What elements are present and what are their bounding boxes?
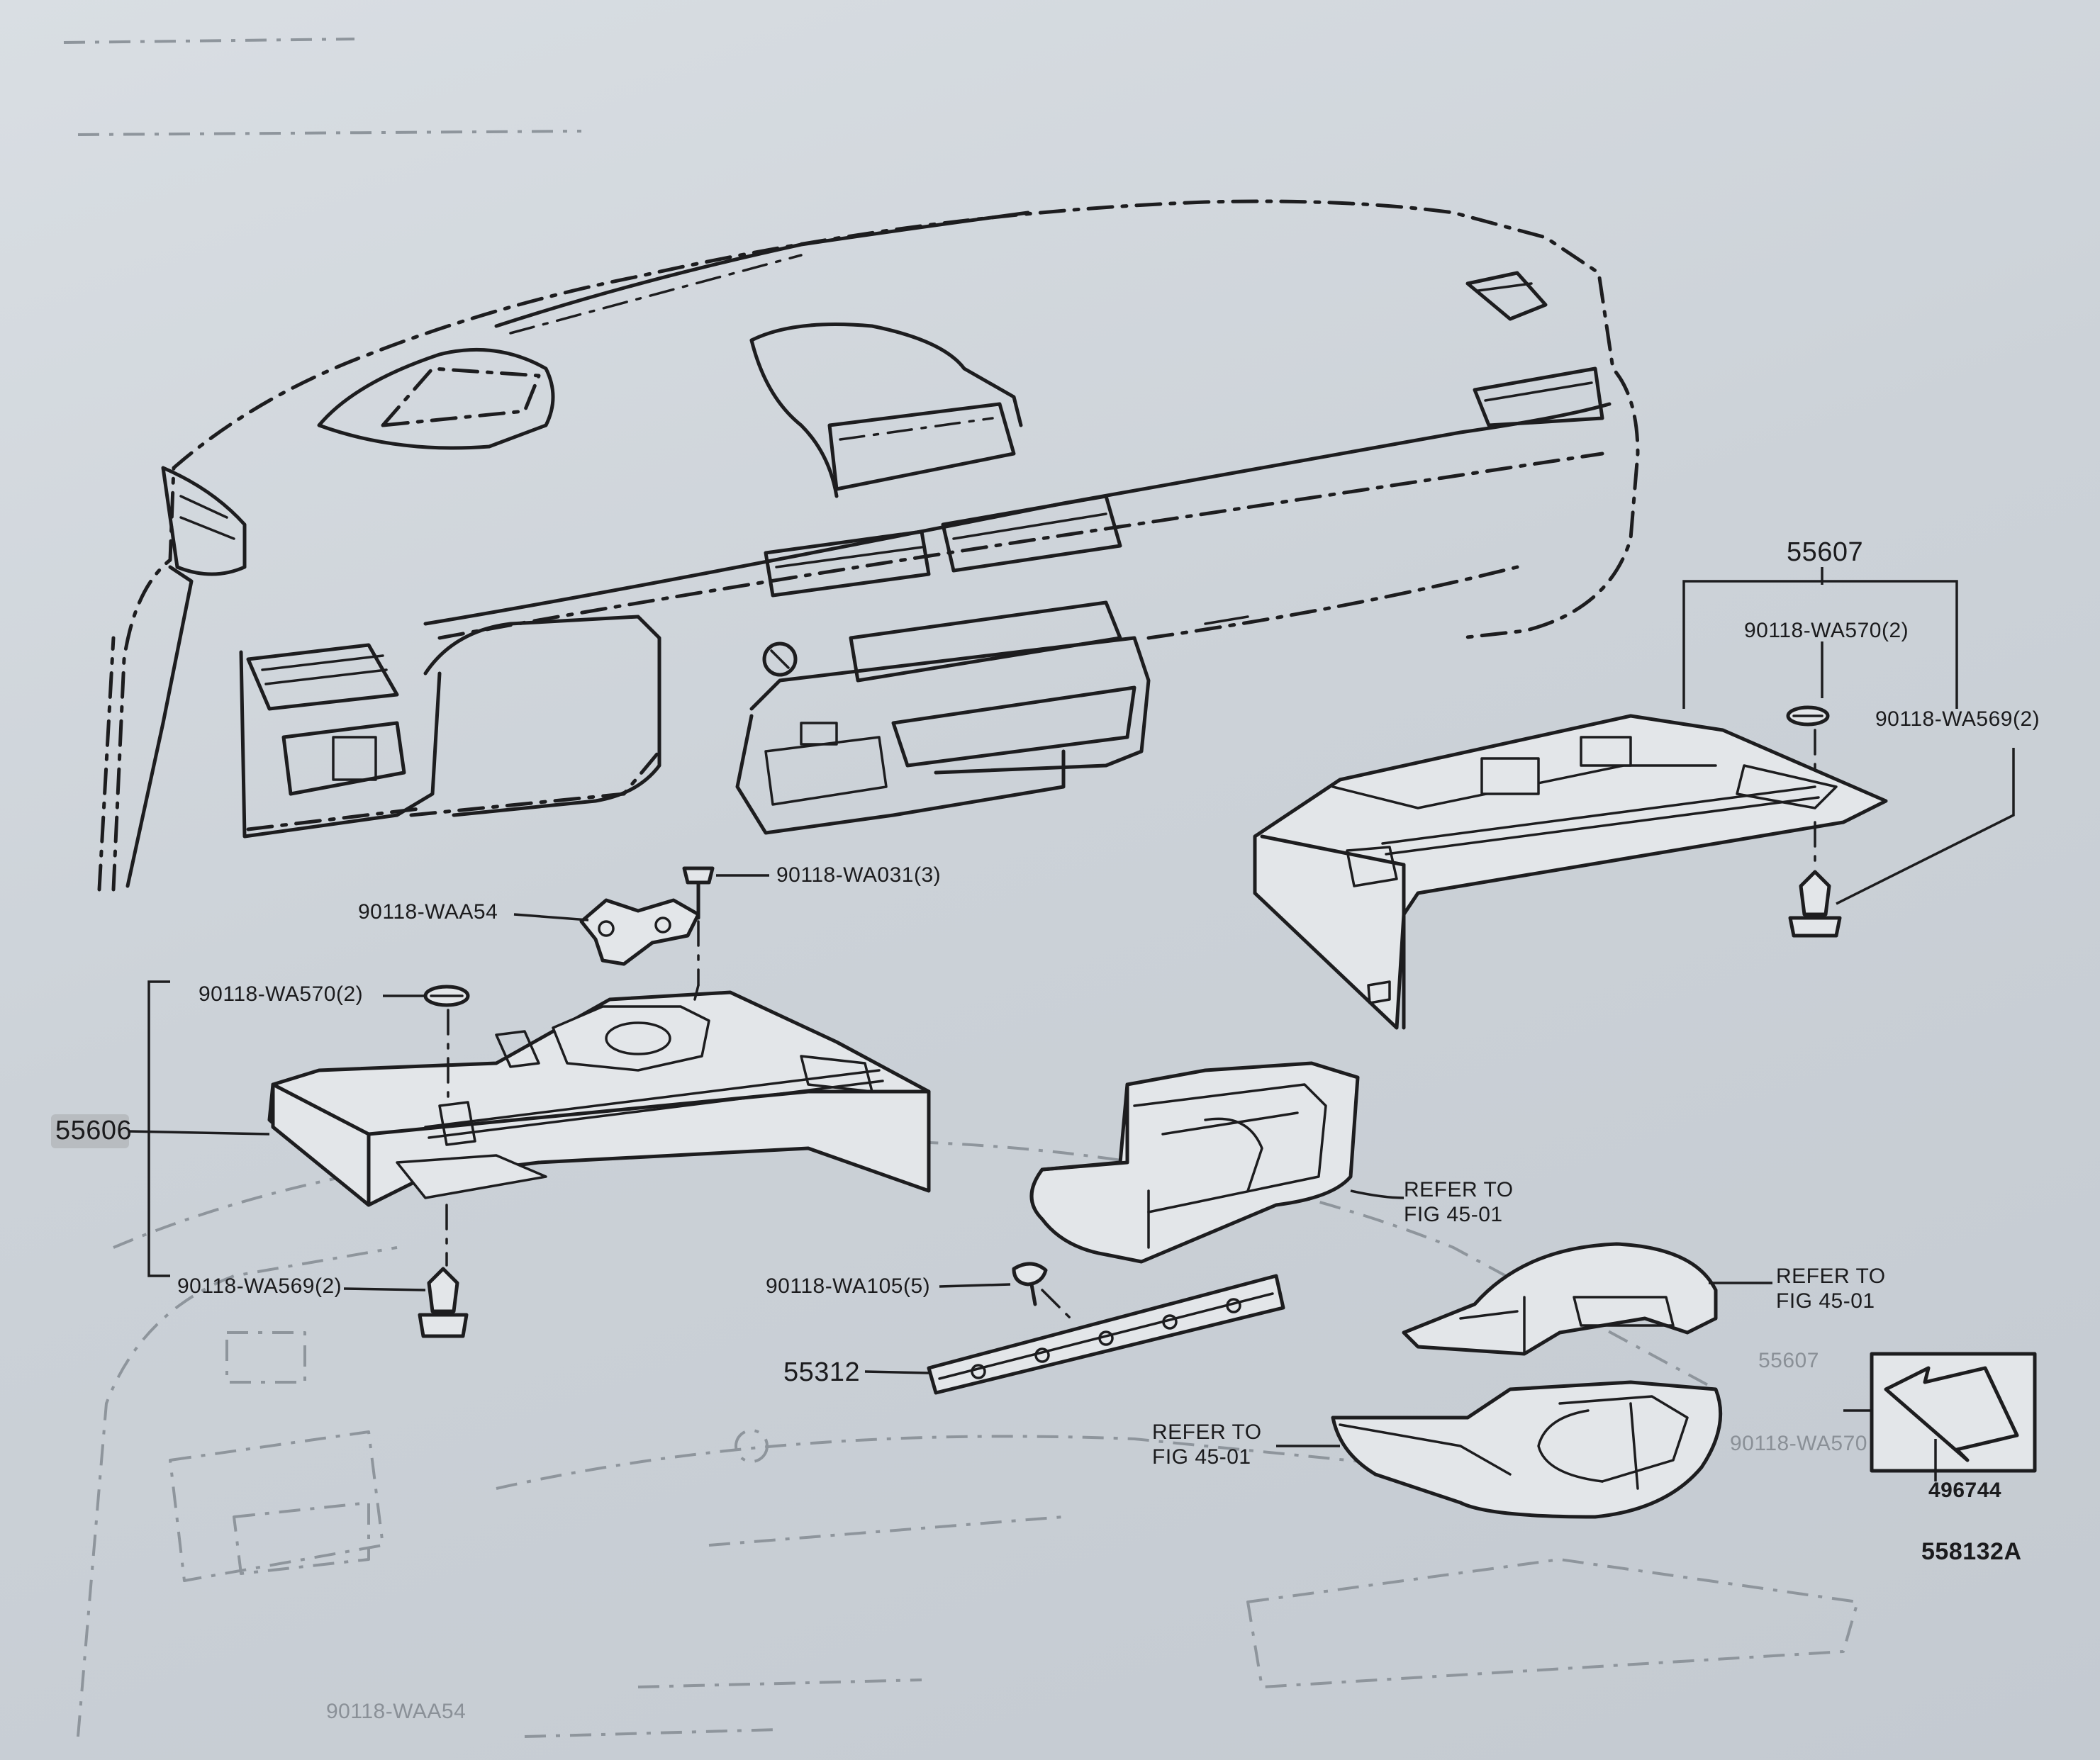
- ghost-label-waa54: 90118-WAA54: [326, 1700, 467, 1723]
- bracket-waa54: [513, 866, 769, 987]
- label-55607-clip-wa570: 90118-WA570(2): [1744, 619, 1909, 642]
- column-cover-lower: [1276, 1380, 1723, 1519]
- leaders-55607: [1682, 567, 2015, 905]
- label-code-558132a: 558132A: [1921, 1538, 2022, 1565]
- label-code-496744: 496744: [1928, 1479, 2002, 1502]
- column-cover-upper: [1402, 1242, 1772, 1356]
- label-bracket-waa54: 90118-WAA54: [358, 900, 498, 924]
- label-55312: 55312: [783, 1357, 861, 1387]
- label-55607: 55607: [1787, 537, 1864, 567]
- label-screw-wa105: 90118-WA105(5): [766, 1274, 931, 1298]
- label-refer-fig-45-01-b: REFER TO FIG 45-01: [1776, 1265, 1886, 1313]
- label-55607-pin-wa569: 90118-WA569(2): [1875, 707, 2040, 731]
- leaders-55606: [127, 980, 426, 1291]
- bracket-55607: [1253, 705, 1888, 1030]
- label-55606-clip-wa570: 90118-WA570(2): [199, 982, 364, 1006]
- ghost-label-55607: 55607: [1758, 1349, 1819, 1372]
- panel-55312: [864, 1262, 1285, 1395]
- top-dashed-lines: [63, 38, 582, 136]
- part-number-badge: [51, 1114, 129, 1148]
- bracket-55606: [267, 984, 931, 1338]
- label-refer-fig-45-01-c: REFER TO FIG 45-01: [1152, 1420, 1262, 1469]
- label-55606: 55606: [55, 1116, 133, 1145]
- label-55606-pin-wa569: 90118-WA569(2): [177, 1274, 342, 1298]
- direction-arrow-box: [1843, 1352, 2037, 1481]
- bleed-through-drawing: [77, 1140, 1859, 1738]
- label-bolt-wa031: 90118-WA031(3): [776, 863, 942, 887]
- lower-cover-a: [1029, 1061, 1404, 1264]
- ghost-label-wa570: 90118-WA570: [1730, 1432, 1867, 1455]
- instrument-panel: [97, 199, 1640, 892]
- label-refer-fig-45-01-a: REFER TO FIG 45-01: [1404, 1178, 1514, 1226]
